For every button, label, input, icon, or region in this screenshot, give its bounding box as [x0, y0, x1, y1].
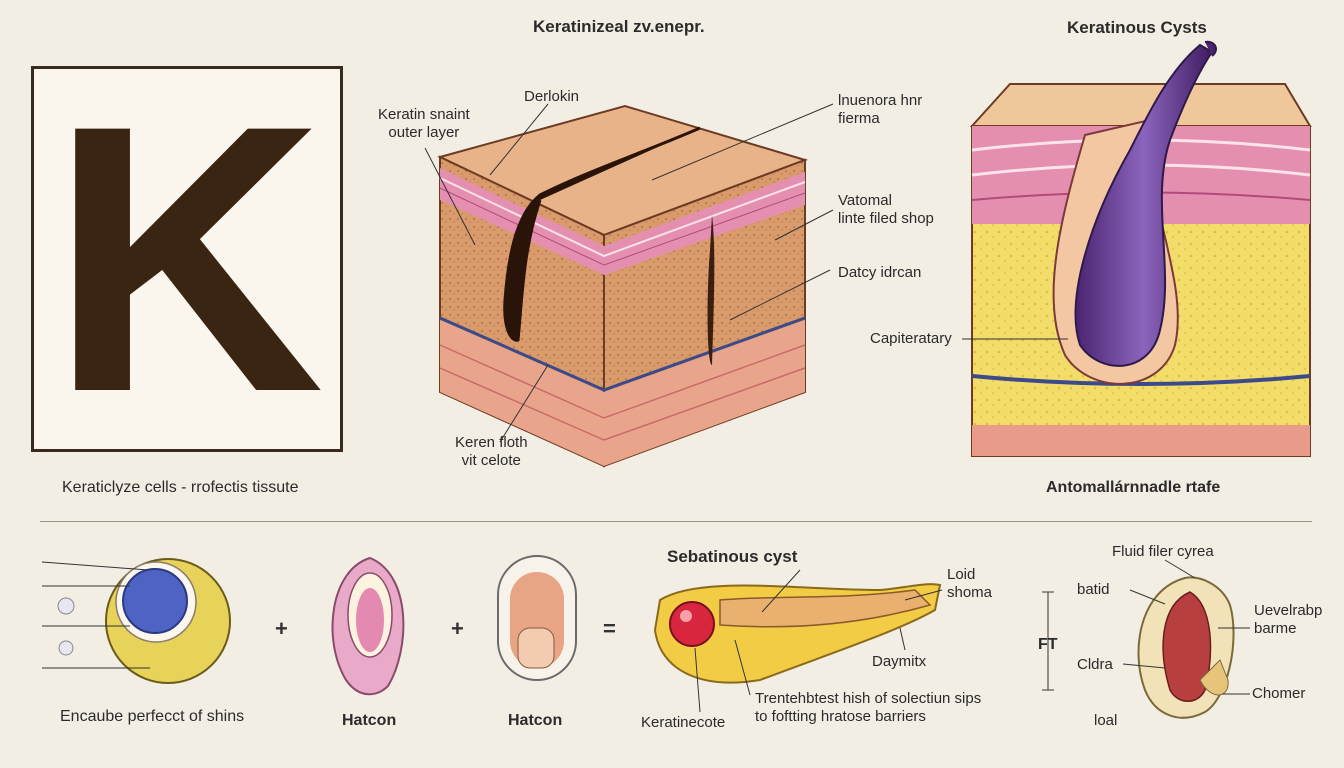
label-capiteratary: Capiteratary — [870, 330, 952, 347]
operator-plus-1: + — [275, 616, 288, 641]
operator-plus-2: + — [451, 616, 464, 641]
label-keratin-outer-layer: Keratin snaint outer layer — [378, 106, 470, 141]
label-keratinecote: Keratinecote — [641, 714, 726, 731]
bottom-caption-3: Hatcon — [508, 712, 563, 729]
follicle-root — [707, 215, 715, 365]
follicle-crack — [503, 126, 701, 342]
label-trentehbtest: Trentehbtest hish of solectiun sips to f… — [755, 690, 982, 725]
label-datcy-idrcan: Datcy idrcan — [838, 264, 922, 281]
center-diagram-title: Keratinizeal zv.enepr. — [533, 17, 705, 36]
center-leader-lines — [424, 103, 834, 443]
label-ft: FT — [1038, 636, 1058, 653]
label-uvelrabp: Uevelrabp barme — [1254, 602, 1323, 637]
bottom-cell-pink — [331, 556, 405, 696]
label-batid: batid — [1077, 581, 1110, 598]
lower-dermis-layers — [439, 316, 806, 466]
k-panel-caption: Keraticlyze cells - rrofectis tissute — [62, 479, 299, 496]
label-vatomal: Vatomal linte filed shop — [838, 192, 934, 227]
label-daymitx: Daymitx — [872, 653, 927, 670]
bottom-cell-sphere — [41, 558, 231, 684]
label-chomer: Chomer — [1252, 685, 1306, 702]
sebaceous-title: Sebatinous cyst — [667, 547, 798, 566]
label-derlokin: Derlokin — [524, 88, 580, 105]
bottom-caption-1: Encaube perfecct of shins — [60, 708, 245, 725]
right-diagram-title: Keratinous Cysts — [1067, 18, 1207, 37]
bottom-caption-2: Hatcon — [342, 712, 397, 729]
bottom-cell-capsule — [497, 555, 577, 681]
label-loid-shoma: Loid shoma — [947, 566, 993, 601]
operator-equals: = — [603, 616, 616, 641]
right-panel-caption: Antomallárnnadle rtafe — [1046, 479, 1221, 496]
letter-k: K — [49, 46, 325, 471]
label-lnuenora-fierma: lnuenora hnr fierma — [838, 92, 923, 127]
sebaceous-cyst-illustration — [653, 569, 943, 713]
label-loal: loal — [1094, 712, 1118, 729]
letter-k-panel: K — [31, 66, 343, 452]
label-fluid-filer: Fluid filer cyrea — [1112, 543, 1214, 560]
follicle-cross-section — [1042, 559, 1250, 719]
label-keren-floth: Keren floth vit celote — [455, 434, 528, 469]
section-divider — [40, 521, 1312, 522]
label-cldra: Cldra — [1077, 656, 1113, 673]
keratinous-cyst-illustration — [962, 40, 1312, 457]
